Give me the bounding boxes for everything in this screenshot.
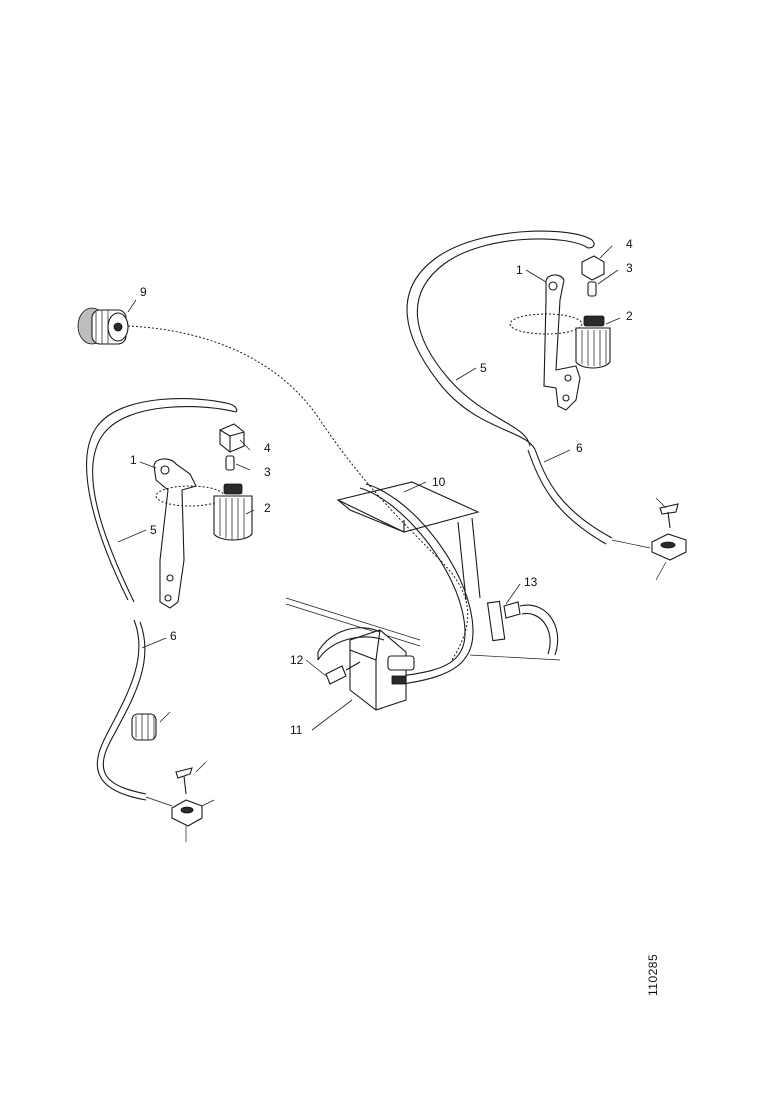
- hose-10: [359, 487, 466, 677]
- callout-12: 12: [290, 653, 304, 667]
- callout-4-left: 4: [264, 441, 271, 455]
- frame-bracket: [285, 481, 561, 661]
- drawing-number: 110285: [646, 953, 660, 996]
- left-assembly: [86, 398, 253, 842]
- callout-9: 9: [140, 285, 147, 299]
- right-assembly: [406, 230, 687, 581]
- callout-1-left: 1: [130, 453, 137, 467]
- callout-6-left: 6: [170, 629, 177, 643]
- callout-3-right: 3: [626, 261, 633, 275]
- callout-4-right: 4: [626, 237, 633, 251]
- callout-11: 11: [290, 723, 303, 737]
- callout-5-right: 5: [480, 361, 487, 375]
- callout-1-right: 1: [516, 263, 523, 277]
- cable-9: [127, 325, 469, 661]
- callout-10: 10: [432, 475, 446, 489]
- callout-labels: 1 1 2 2 3 3 4 4 5 5 6 6 9 10 11 12 13: [130, 237, 633, 737]
- callout-6-right: 6: [576, 441, 583, 455]
- callout-5-left: 5: [150, 523, 157, 537]
- callout-2-left: 2: [264, 501, 271, 515]
- grommet: [131, 713, 157, 741]
- leader-lines: [117, 245, 667, 807]
- callout-3-left: 3: [264, 465, 271, 479]
- connector-13: [486, 600, 559, 656]
- screw-12: [325, 661, 361, 685]
- callout-13: 13: [524, 575, 538, 589]
- callout-2-right: 2: [626, 309, 633, 323]
- clamp-11: [317, 627, 415, 711]
- control-knob-9: [77, 307, 129, 345]
